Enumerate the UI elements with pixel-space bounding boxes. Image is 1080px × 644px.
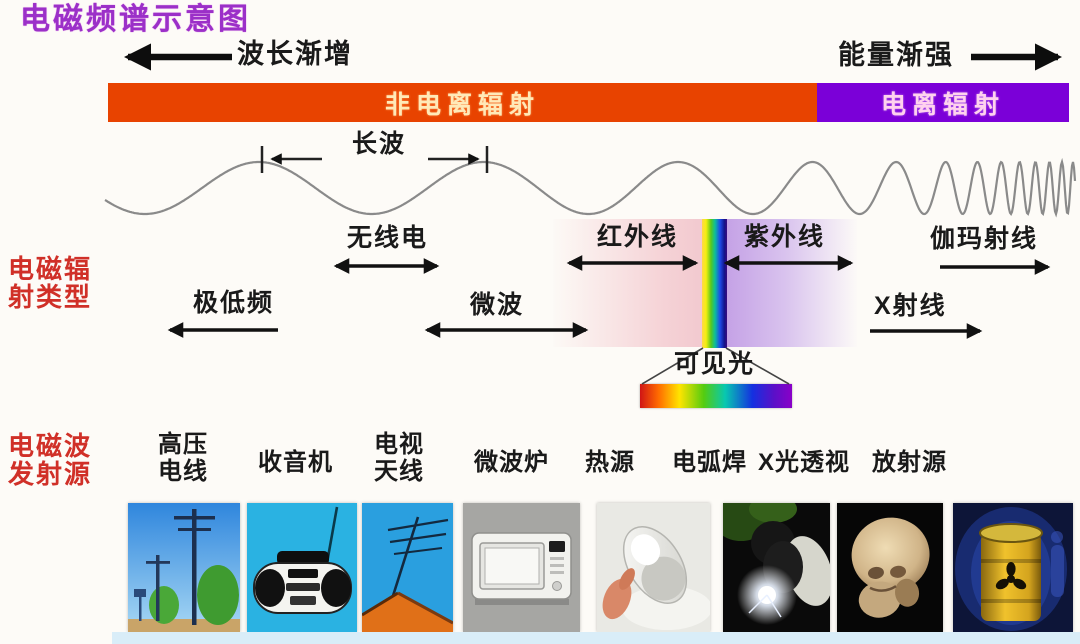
source-label-microwave-oven: 微波炉 (474, 449, 549, 476)
photo-radio-receiver (247, 503, 357, 632)
ultraviolet-band-label: 紫外线 (744, 223, 826, 251)
source-label-line: 天线 (374, 458, 424, 485)
source-label-line: 收音机 (258, 449, 333, 476)
source-label-xray-imaging: X光透视 (758, 449, 850, 476)
photo-arc-welding (723, 503, 830, 632)
visible-light-label: 可见光 (674, 350, 756, 378)
ionizing-radiation-bar: 电离辐射 (817, 83, 1069, 122)
bottom-strip (112, 632, 1080, 644)
wavelength-increase-label: 波长渐增 (237, 39, 353, 69)
photo-heat-source-iron (597, 503, 710, 632)
xray-band-label: X射线 (874, 292, 947, 320)
source-label-arc-welding: 电弧焊 (672, 449, 747, 476)
visible-light-spectrum-bar (640, 384, 792, 408)
page-title: 电磁频谱示意图 (20, 3, 251, 36)
gamma-band-label: 伽玛射线 (930, 225, 1039, 253)
radiation-type-row-label: 电磁辐 射类型 (8, 255, 92, 311)
source-label-radio: 收音机 (258, 449, 333, 476)
microwave-band-label: 微波 (470, 291, 525, 319)
source-label-power-lines: 高压 电线 (158, 431, 208, 485)
source-label-line: X光透视 (758, 449, 851, 476)
long-wave-label: 长波 (352, 130, 407, 158)
photo-microwave-oven (463, 503, 580, 632)
photo-power-lines (128, 503, 240, 632)
radiation-type-row-label-line2: 射类型 (8, 282, 93, 312)
non-ionizing-radiation-bar: 非电离辐射 (108, 83, 817, 122)
infrared-band-label: 红外线 (597, 223, 679, 251)
source-label-line: 电视 (374, 431, 424, 458)
non-ionizing-label: 非电离辐射 (384, 90, 540, 119)
source-label-line: 电线 (158, 458, 208, 485)
photo-xray-skull (837, 503, 943, 632)
source-label-heat-source: 热源 (585, 449, 635, 476)
radio-band-label: 无线电 (347, 224, 429, 252)
emission-source-row-label: 电磁波 发射源 (8, 432, 92, 488)
source-label-radioactive: 放射源 (872, 449, 947, 476)
source-label-line: 微波炉 (474, 449, 549, 476)
energy-increase-label: 能量渐强 (838, 40, 954, 70)
photo-tv-antenna (362, 503, 453, 632)
emission-source-row-label-line1: 电磁波 (8, 431, 93, 461)
emission-source-row-label-line2: 发射源 (8, 459, 93, 489)
elf-band-label: 极低频 (193, 289, 275, 317)
source-label-tv-antenna: 电视 天线 (374, 431, 424, 485)
visible-light-vertical-strip (702, 219, 727, 348)
source-label-line: 放射源 (872, 449, 947, 476)
photo-radioactive-barrel (953, 503, 1073, 632)
chirp-wave (104, 157, 1077, 218)
ultraviolet-gradient-panel (727, 219, 857, 347)
source-label-line: 电弧焊 (672, 449, 747, 476)
radiation-type-row-label-line1: 电磁辐 (8, 254, 93, 284)
source-label-line: 高压 (158, 431, 208, 458)
ionizing-label: 电离辐射 (880, 90, 1005, 119)
source-label-line: 热源 (585, 449, 635, 476)
